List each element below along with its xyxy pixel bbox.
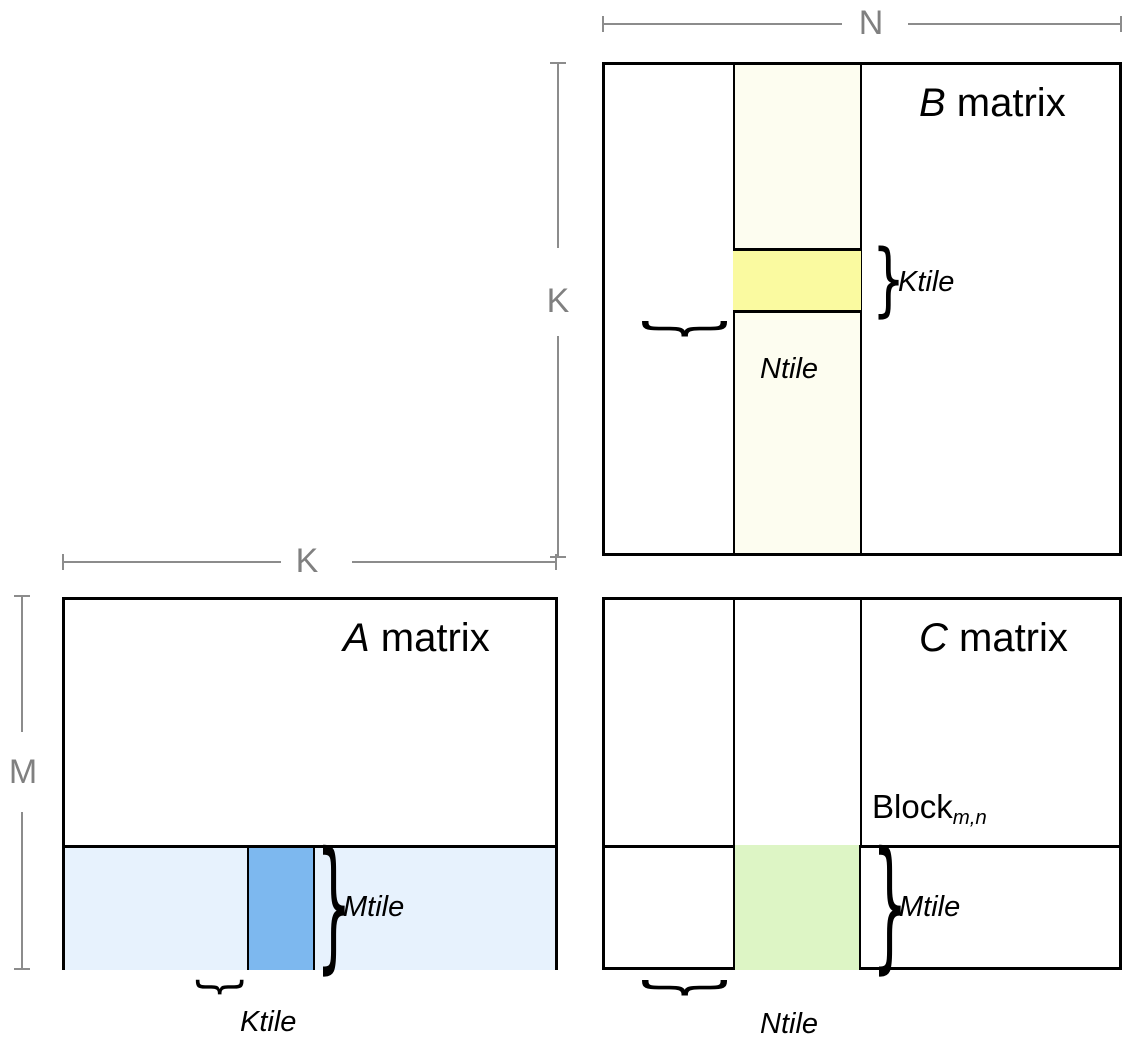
dimension-k-vertical-lower-rule <box>557 336 559 558</box>
matrix-b-ktile-brace: } <box>872 233 906 327</box>
dimension-m-label: M <box>8 753 38 791</box>
matrix-c-label: C matrix <box>919 618 1068 658</box>
dimension-m-upper-rule <box>21 595 23 732</box>
matrix-c-divider-left <box>733 600 735 967</box>
matrix-c-label-symbol: C <box>919 616 948 660</box>
dimension-k-horizontal-left-rule <box>62 561 281 563</box>
dimension-n-label: N <box>858 4 884 42</box>
matrix-c-ntile-brace: } <box>634 975 740 1001</box>
dimension-k-vertical-bottom-cap <box>550 556 566 558</box>
matrix-b-divider-right <box>860 65 862 553</box>
matrix-c-label-text: matrix <box>947 616 1068 660</box>
dimension-k-vertical-upper-rule <box>557 62 559 248</box>
dimension-n-right-cap <box>1120 16 1122 32</box>
matrix-a-ktile-label: Ktile <box>240 1006 297 1038</box>
matrix-a-label-symbol: A <box>343 616 370 660</box>
dimension-k-horizontal-label: K <box>295 542 319 580</box>
matrix-c-mtile-label: Mtile <box>899 891 961 923</box>
matrix-b-ktile-label: Ktile <box>898 266 955 298</box>
dimension-n-right-rule <box>908 23 1122 25</box>
matrix-b-label-text: matrix <box>945 81 1066 125</box>
matrix-a: A matrix <box>62 597 558 970</box>
dimension-m-bottom-cap <box>14 968 30 970</box>
matrix-a-mtile-brace: } <box>316 823 352 989</box>
matrix-c-mtile-brace: } <box>872 823 908 989</box>
matrix-c-block-label: Blockm,n <box>872 788 987 827</box>
matrix-a-label-text: matrix <box>369 616 490 660</box>
matrix-b-label: B matrix <box>919 83 1066 123</box>
dimension-m-lower-rule <box>21 812 23 970</box>
matrix-c-block-label-main: Block <box>872 788 953 825</box>
dimension-n-left-rule <box>602 23 842 25</box>
matrix-b-ntile-label: Ntile <box>760 353 819 385</box>
dimension-k-vertical-label: K <box>546 282 570 320</box>
matrix-c-block-label-sub: m,n <box>952 805 987 829</box>
matrix-c-row-divider <box>605 845 1119 848</box>
dimension-k-horizontal-right-rule <box>352 561 557 563</box>
matrix-b-ktile-ntile-tile <box>733 248 861 313</box>
matrix-b: B matrix <box>602 62 1122 556</box>
matrix-a-ktile-brace: } <box>191 975 252 1000</box>
matrix-c-mtile-ntile-tile <box>733 845 861 970</box>
matrix-c-ntile-label: Ntile <box>760 1008 819 1040</box>
matrix-a-mtile-ktile-tile <box>247 845 315 970</box>
matrix-c-divider-right <box>860 600 862 845</box>
matrix-b-ntile-brace: } <box>634 316 740 342</box>
dimension-k-horizontal-right-cap <box>555 554 557 570</box>
matrix-c: C matrix Blockm,n <box>602 597 1122 970</box>
matrix-a-label: A matrix <box>343 618 490 658</box>
matrix-b-label-symbol: B <box>919 81 946 125</box>
matrix-a-mtile-label: Mtile <box>343 891 405 923</box>
